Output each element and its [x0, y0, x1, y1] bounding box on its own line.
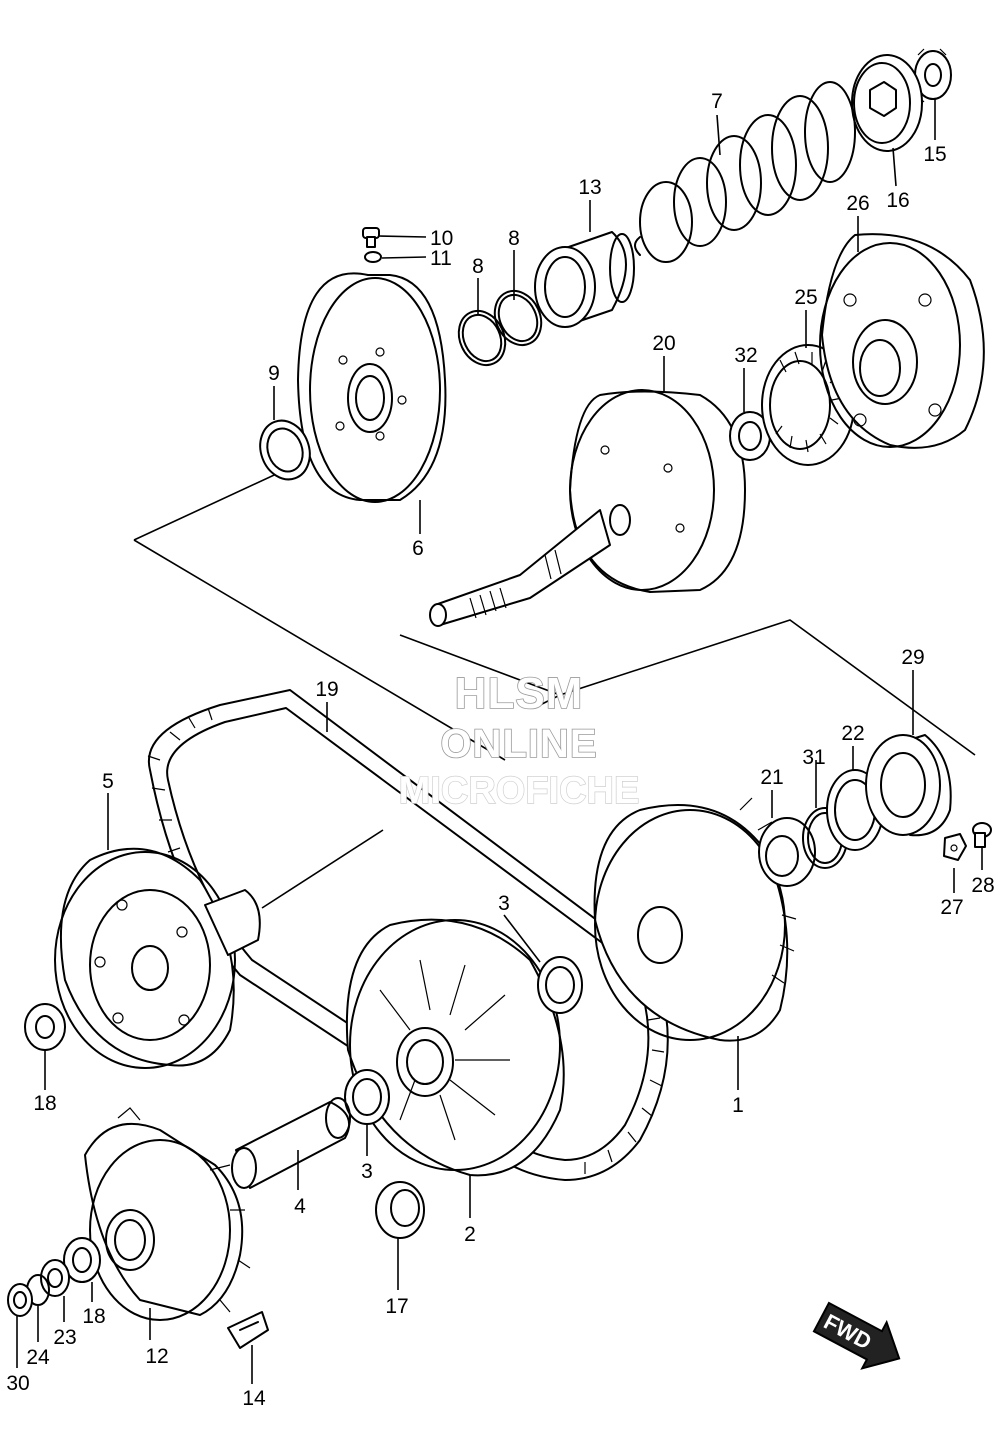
- part-14-slider[interactable]: [227, 1311, 269, 1349]
- callout-18-lower: 18: [82, 1305, 105, 1328]
- callout-17: 17: [385, 1295, 408, 1318]
- watermark-line-1: HLSM: [455, 669, 584, 718]
- callout-29: 29: [901, 646, 924, 669]
- part-3-spacer-upper[interactable]: [537, 956, 583, 1014]
- watermark-line-3: MICROFICHE: [399, 770, 640, 812]
- part-26-clutch-shoe-assembly[interactable]: [819, 233, 985, 449]
- part-21-collar[interactable]: [758, 817, 816, 887]
- callout-27: 27: [940, 896, 963, 919]
- part-6-driven-face[interactable]: [297, 272, 447, 503]
- part-29-bearing[interactable]: [865, 734, 952, 837]
- callout-3-lower: 3: [361, 1160, 373, 1183]
- fwd-arrow-shape: [812, 1301, 901, 1370]
- part-18-collar-lower[interactable]: [63, 1237, 101, 1283]
- part-27-washer[interactable]: [943, 833, 967, 861]
- part-8-o-rings[interactable]: [450, 283, 550, 372]
- callout-11: 11: [430, 247, 452, 270]
- fwd-direction-badge: FWD: [812, 1301, 901, 1370]
- callout-1: 1: [732, 1094, 744, 1117]
- watermark: HLSM ONLINE MICROFICHE: [398, 668, 640, 813]
- part-28-bolt[interactable]: [972, 822, 992, 848]
- callout-23: 23: [53, 1326, 76, 1349]
- callout-30: 30: [6, 1372, 29, 1395]
- callout-19: 19: [315, 678, 338, 701]
- callout-16: 16: [886, 189, 909, 212]
- callout-2: 2: [464, 1223, 476, 1246]
- part-12-fan-cover[interactable]: [84, 1107, 251, 1321]
- part-1-fixed-drive-face[interactable]: [593, 797, 797, 1042]
- callout-leaders: [16, 98, 983, 1384]
- part-18-collar-upper[interactable]: [24, 1003, 66, 1051]
- part-9-seal[interactable]: [252, 414, 318, 487]
- callout-20: 20: [652, 332, 675, 355]
- part-5-drive-plate[interactable]: [54, 847, 261, 1069]
- callout-5: 5: [102, 770, 114, 793]
- callout-28: 28: [971, 874, 994, 897]
- part-13-sleeve[interactable]: [534, 231, 635, 328]
- callout-8-right: 8: [508, 227, 520, 250]
- callout-13: 13: [578, 176, 601, 199]
- part-7-spring[interactable]: [634, 81, 856, 263]
- part-20-clutch-housing-shaft[interactable]: [429, 389, 746, 627]
- callout-26: 26: [846, 192, 869, 215]
- callout-12: 12: [145, 1345, 168, 1368]
- callout-4: 4: [294, 1195, 306, 1218]
- callout-31: 31: [802, 746, 825, 769]
- part-17-bearing[interactable]: [375, 1181, 425, 1239]
- callout-25: 25: [794, 286, 817, 309]
- assembly-guide-lines: [133, 469, 976, 909]
- callout-labels: 15 16 7 13 8 8 10 11 9 6 20 32 25 26 29 …: [6, 90, 994, 1410]
- part-10-pin[interactable]: [362, 227, 380, 248]
- callout-15: 15: [923, 143, 946, 166]
- callout-7: 7: [711, 90, 723, 113]
- callout-21: 21: [760, 766, 783, 789]
- part-30-nut[interactable]: [7, 1283, 33, 1317]
- callout-6: 6: [412, 537, 424, 560]
- callout-14: 14: [242, 1387, 266, 1410]
- callout-18-upper: 18: [33, 1092, 56, 1115]
- callout-3-upper: 3: [498, 892, 510, 915]
- callout-10: 10: [430, 227, 453, 250]
- part-16-plate[interactable]: [851, 54, 923, 152]
- callout-22: 22: [841, 722, 864, 745]
- watermark-line-2: ONLINE: [440, 722, 597, 766]
- part-2-movable-drive-face[interactable]: [345, 918, 565, 1177]
- part-3-spacer-lower[interactable]: [344, 1069, 390, 1125]
- part-11-washer[interactable]: [364, 251, 382, 263]
- part-4-sleeve[interactable]: [231, 1097, 351, 1189]
- callout-32: 32: [734, 344, 757, 367]
- callout-8-left: 8: [472, 255, 484, 278]
- part-15-nut[interactable]: [914, 48, 952, 103]
- callout-9: 9: [268, 362, 280, 385]
- part-32-bushing[interactable]: [729, 411, 771, 461]
- callout-24: 24: [26, 1346, 50, 1369]
